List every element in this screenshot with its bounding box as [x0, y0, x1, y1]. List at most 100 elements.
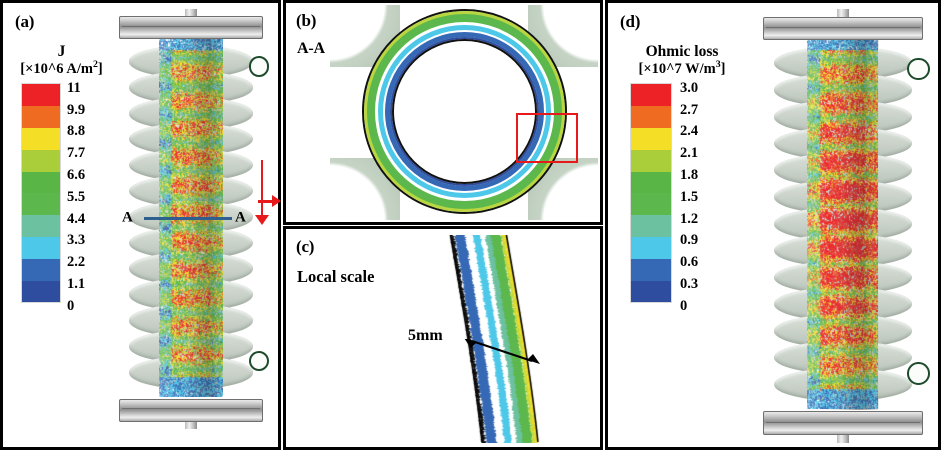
colorbar-band-7	[631, 236, 671, 259]
colorbar-tick-7: 3.3	[67, 232, 86, 249]
annulus-band-0	[362, 9, 567, 214]
coil-view-current-density	[111, 9, 271, 429]
legend-d-title: Ohmic loss [×10^7 W/m3]	[612, 43, 752, 78]
colorbar-band-1	[631, 106, 671, 128]
colorbar-band-3	[631, 149, 671, 172]
top-shaft-stub	[185, 9, 197, 22]
flange-edge-line	[121, 26, 261, 28]
colorbar-tick-0: 3.0	[680, 79, 699, 96]
colorbar-band-8	[22, 258, 60, 281]
colorbar-tick-1: 9.9	[67, 101, 86, 118]
colorbar-band-1	[22, 106, 60, 128]
callout-line-b-to-c	[261, 160, 263, 217]
annulus-band-7	[390, 37, 539, 186]
legend-d-unit: [×10^7 W/m3]	[638, 59, 726, 78]
helix-windings	[111, 9, 271, 429]
callout-arrow-b-to-c-head	[255, 215, 269, 225]
colorbar-band-6	[22, 215, 60, 237]
field-canvas	[159, 28, 223, 397]
annulus-band-4	[378, 25, 551, 198]
legend-ohmic-loss: Ohmic loss [×10^7 W/m3] 3.0 2.7 2.4 2.1 1.8 1…	[612, 43, 752, 313]
terminal-ring-top	[248, 56, 270, 78]
top-flange	[119, 16, 263, 40]
panel-a: (a) J [×10^6 A/m2] 11 9.9 8.8 7.7 6.6 5.5 4.4 3…	[0, 0, 281, 450]
bottom-flange	[119, 398, 263, 422]
legend-a-title: J [×10^6 A/m2]	[9, 43, 114, 78]
colorbar-band-0	[22, 84, 60, 107]
colorbar-band-0	[631, 84, 671, 107]
flange-edge-line	[766, 421, 920, 423]
colorbar-tick-5: 5.5	[67, 188, 86, 205]
annulus-band-2	[367, 14, 562, 209]
colorbar-tick-3: 7.7	[67, 144, 86, 161]
legend-d-colorbar	[630, 83, 672, 304]
colorbar-tick-9: 0.3	[680, 275, 699, 292]
top-flange	[762, 16, 924, 41]
colorbar-tick-2: 2.4	[680, 123, 699, 140]
zoom-region-box	[516, 113, 578, 163]
field-canvas	[807, 29, 879, 410]
colorbar-tick-8: 2.2	[67, 253, 86, 270]
flange-edge-line	[121, 408, 261, 410]
dimension-arrow	[464, 338, 540, 365]
field-colormap-overlay	[807, 29, 879, 410]
panel-d: (d) Ohmic loss [×10^7 W/m3] 3.0 2.7 2.4 2.1…	[605, 0, 941, 450]
bottom-flange	[762, 411, 924, 436]
colorbar-band-4	[631, 171, 671, 194]
colorbar-band-4	[22, 171, 60, 194]
colorbar-band-5	[631, 193, 671, 216]
panel-c: (c) Local scale 5mm	[283, 226, 603, 450]
colorbar-band-2	[22, 127, 60, 150]
colorbar-tick-10: 0	[680, 297, 688, 314]
local-wall-segment	[424, 235, 544, 443]
colorbar-tick-6: 4.4	[67, 210, 86, 227]
colorbar-tick-10: 0	[67, 297, 75, 314]
section-label-left: A	[122, 209, 133, 226]
colorbar-tick-1: 2.7	[680, 101, 699, 118]
panel-a-tag: (a)	[15, 12, 35, 31]
legend-d-quantity: Ohmic loss	[645, 43, 719, 60]
callout-arrow-a-to-b-head	[272, 195, 281, 207]
callout-arrow-a-to-b-line	[258, 200, 276, 203]
panel-c-tag: (c)	[296, 237, 315, 256]
legend-a-colorbar	[21, 83, 61, 304]
panel-b-caption: A-A	[297, 40, 325, 57]
annulus-inner-bore	[395, 42, 534, 181]
colorbar-band-5	[22, 193, 60, 216]
legend-a-unit: [×10^6 A/m2]	[20, 59, 103, 78]
colorbar-band-3	[22, 149, 60, 172]
colorbar-tick-5: 1.5	[680, 188, 699, 205]
colorbar-band-9	[631, 280, 671, 303]
colorbar-tick-0: 11	[67, 79, 81, 96]
panel-d-tag: (d)	[620, 12, 641, 31]
field-colormap-overlay	[159, 28, 223, 397]
dimension-arrow-svg	[464, 338, 540, 364]
annulus-band-3	[375, 22, 554, 201]
panel-b-tag: (b)	[296, 11, 317, 30]
legend-a-body: 11 9.9 8.8 7.7 6.6 5.5 4.4 3.3 2.2 1.1 0	[9, 79, 114, 313]
dimension-label-5mm: 5mm	[408, 327, 443, 344]
colorbar-band-8	[631, 258, 671, 281]
legend-d-body: 3.0 2.7 2.4 2.1 1.8 1.5 1.2 0.9 0.6 0.3 0	[612, 79, 752, 313]
coil-view-ohmic-loss	[754, 9, 932, 443]
annulus-band-6	[385, 32, 544, 191]
panel-c-caption: Local scale	[297, 267, 375, 286]
section-line-aa	[144, 217, 232, 220]
colorbar-tick-8: 0.6	[680, 253, 699, 270]
bottom-shaft-stub	[185, 416, 197, 429]
colorbar-tick-2: 8.8	[67, 123, 86, 140]
legend-a-quantity: J	[57, 43, 66, 60]
annulus-band-8	[392, 39, 537, 184]
terminal-ring-top	[907, 57, 930, 81]
colorbar-tick-4: 6.6	[67, 166, 86, 183]
colorbar-tick-7: 0.9	[680, 232, 699, 249]
colorbar-tick-4: 1.8	[680, 166, 699, 183]
section-label-right: A	[235, 209, 246, 226]
colorbar-band-7	[22, 236, 60, 259]
flange-edge-line	[766, 26, 920, 28]
colorbar-tick-9: 1.1	[67, 275, 86, 292]
colorbar-tick-3: 2.1	[680, 144, 699, 161]
colorbar-band-9	[22, 280, 60, 303]
colorbar-band-2	[631, 127, 671, 150]
colorbar-tick-6: 1.2	[680, 210, 699, 227]
